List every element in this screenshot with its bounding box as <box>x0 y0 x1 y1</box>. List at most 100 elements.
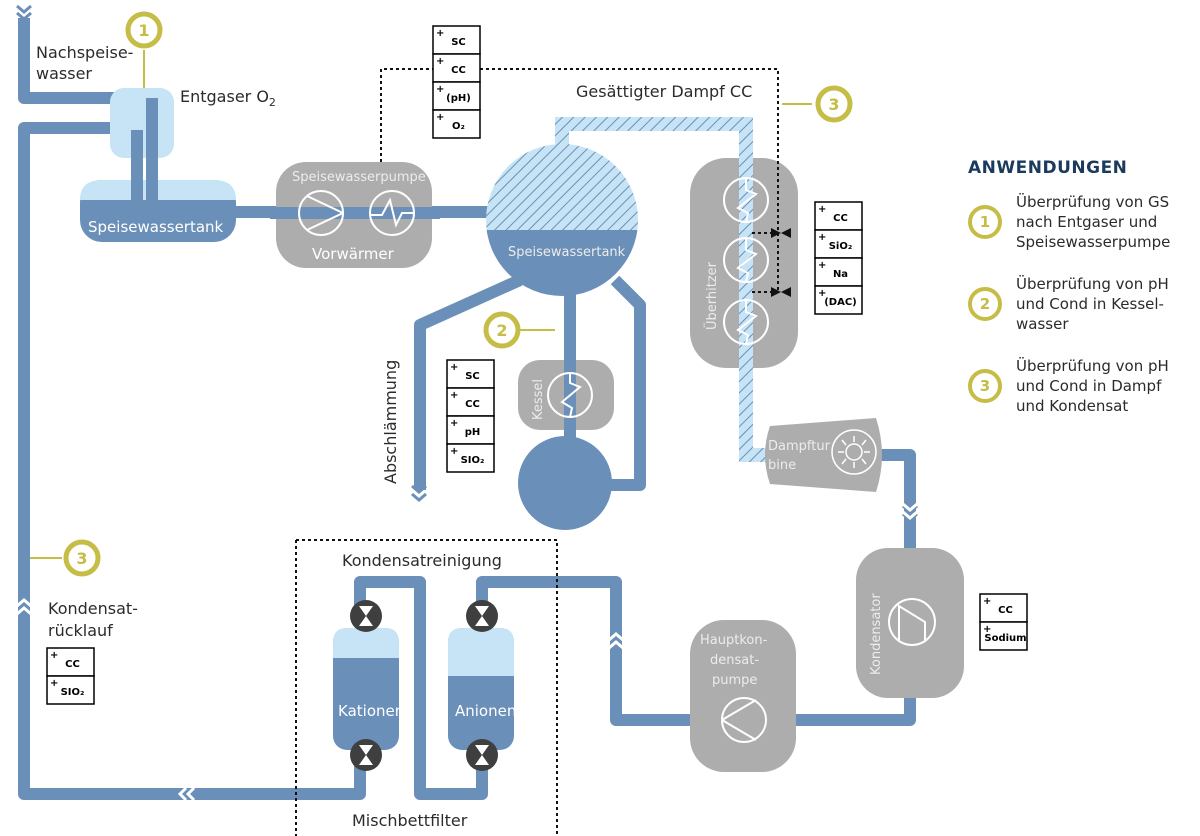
kessel-heater-icon <box>547 372 593 418</box>
measurement-cell: +SC <box>432 25 481 55</box>
marker-1: 1 <box>125 11 163 49</box>
dampfturbine-label-2: bine <box>768 458 796 473</box>
plus-icon: + <box>983 624 991 635</box>
measurement-box-condenser: +CC+Sodium <box>979 593 1028 651</box>
legend-marker-2: 2 <box>968 287 1002 321</box>
measurement-box-condensate-return: +CC+SIO₂ <box>46 647 95 705</box>
measurement-cell: + CC <box>46 647 95 677</box>
plus-icon: + <box>818 232 826 243</box>
legend-title: ANWENDUNGEN <box>968 158 1128 178</box>
measurement-label: Sodium <box>984 633 1026 644</box>
speisewassertank-left-label: Speisewassertank <box>88 218 224 236</box>
legend-item: 1 Überprüfung von GS nach Entgaser und S… <box>968 192 1198 252</box>
plus-icon: + <box>50 650 58 661</box>
plus-icon: + <box>436 112 444 123</box>
kondensatruecklauf-label-2: rücklauf <box>48 621 113 640</box>
measurement-cell: + CC <box>979 593 1028 623</box>
measurement-label: (DAC) <box>824 297 857 308</box>
kondensatruecklauf-label-1: Kondensat- <box>48 599 138 618</box>
hauptkondensatpumpe-label-3: pumpe <box>712 673 757 688</box>
plus-icon: + <box>436 84 444 95</box>
anionen-label: Anionen <box>455 702 516 720</box>
svg-text:1: 1 <box>138 21 149 40</box>
marker-2: 2 <box>483 311 521 349</box>
kondensator-housing <box>856 548 964 698</box>
measurement-cell: +CC <box>432 53 481 83</box>
kondensator-label: Kondensator <box>869 593 884 675</box>
legend-marker-3: 3 <box>968 369 1002 403</box>
legend-text-3: Überprüfung von pH und Cond in Dampf und… <box>1016 357 1169 415</box>
legend-marker-1: 1 <box>968 205 1002 239</box>
measurement-label: SIO₂ <box>61 687 85 698</box>
measurement-label: O₂ <box>452 121 465 132</box>
measurement-label: CC <box>998 605 1013 616</box>
turbine-icon <box>831 429 877 475</box>
drum-steam-space <box>486 144 638 230</box>
measurement-cell: +SIO₂ <box>446 443 495 473</box>
measurement-cell: +Sodium <box>979 621 1028 651</box>
measurement-cell: + O₂ <box>432 109 481 139</box>
measurement-box-feedwater: +SC+CC+(pH)+O₂ <box>432 25 481 139</box>
speisewasserpumpe-label: Speisewasserpumpe <box>292 170 426 185</box>
measurement-cell: + pH <box>446 415 495 445</box>
legend-text-2: Überprüfung von pH und Cond in Kessel- w… <box>1016 275 1169 333</box>
plus-icon: + <box>450 362 458 373</box>
legend-item: 3 Überprüfung von pH und Cond in Dampf u… <box>968 356 1198 416</box>
measurement-label: (pH) <box>446 93 471 104</box>
condenser-icon <box>888 598 936 646</box>
kessel-lower-drum <box>518 436 612 530</box>
kondensatreinigung-label: Kondensatreinigung <box>342 551 502 570</box>
measurement-cell: +(DAC) <box>814 285 863 315</box>
marker-3-top: 3 <box>815 85 853 123</box>
drum-water-space <box>486 230 638 296</box>
entgaser-label: Entgaser O2 <box>180 87 276 109</box>
flow-chevrons <box>16 4 918 522</box>
sampling-valve-icons <box>771 228 791 297</box>
plus-icon: + <box>436 56 444 67</box>
svg-text:2: 2 <box>496 321 507 340</box>
measurement-label: SC <box>465 371 480 382</box>
abschlaemmung-label: Abschlämmung <box>381 360 400 484</box>
heat-exchanger-icon <box>369 190 415 236</box>
nachspeisewasser-label-1: Nachspeise- <box>36 43 133 62</box>
plus-icon: + <box>450 390 458 401</box>
legend-panel: ANWENDUNGEN 1 Überprüfung von GS nach En… <box>968 158 1198 438</box>
kationen-tank <box>333 628 399 750</box>
plus-icon: + <box>450 418 458 429</box>
plus-icon: + <box>50 678 58 689</box>
measurement-cell: +SIO₂ <box>46 675 95 705</box>
pump-icon <box>298 190 344 236</box>
svg-text:3: 3 <box>76 549 87 568</box>
superheater-coil-icons <box>723 177 769 345</box>
sampling-lines <box>295 68 779 836</box>
measurement-label: CC <box>465 399 480 410</box>
pipe-pumpe-anionen <box>476 576 700 726</box>
measurement-label: CC <box>65 659 80 670</box>
plus-icon: + <box>450 446 458 457</box>
valve-icons <box>350 600 498 771</box>
plus-icon: + <box>818 204 826 215</box>
plus-icon: + <box>818 288 826 299</box>
mischbettfilter-label: Mischbettfilter <box>352 811 468 830</box>
measurement-box-superheater: +CC+SiO₂+Na+(DAC) <box>814 201 863 315</box>
plus-icon: + <box>983 596 991 607</box>
measurement-cell: +(pH) <box>432 81 481 111</box>
pipe-drum-right <box>600 275 646 491</box>
measurement-cell: + SC <box>446 359 495 389</box>
marker-3-left: 3 <box>63 539 101 577</box>
pipe-turbine-kondensator <box>880 449 916 560</box>
dampfturbine-label-1: Dampftur <box>768 439 831 454</box>
plus-icon: + <box>818 260 826 271</box>
hauptkondensatpumpe-label-2: densat- <box>710 653 759 668</box>
measurement-label: SiO₂ <box>829 241 853 252</box>
measurement-cell: +SiO₂ <box>814 229 863 259</box>
legend-text-1: Überprüfung von GS nach Entgaser und Spe… <box>1016 193 1171 251</box>
measurement-label: pH <box>465 427 481 438</box>
vorwaermer-label: Vorwärmer <box>312 245 395 263</box>
main-pump-icon <box>721 697 767 743</box>
pipe-abschlaemmung <box>414 274 523 490</box>
anionen-tank <box>448 628 514 750</box>
hauptkondensatpumpe-housing <box>690 620 796 772</box>
dampfturbine-housing <box>765 418 882 492</box>
